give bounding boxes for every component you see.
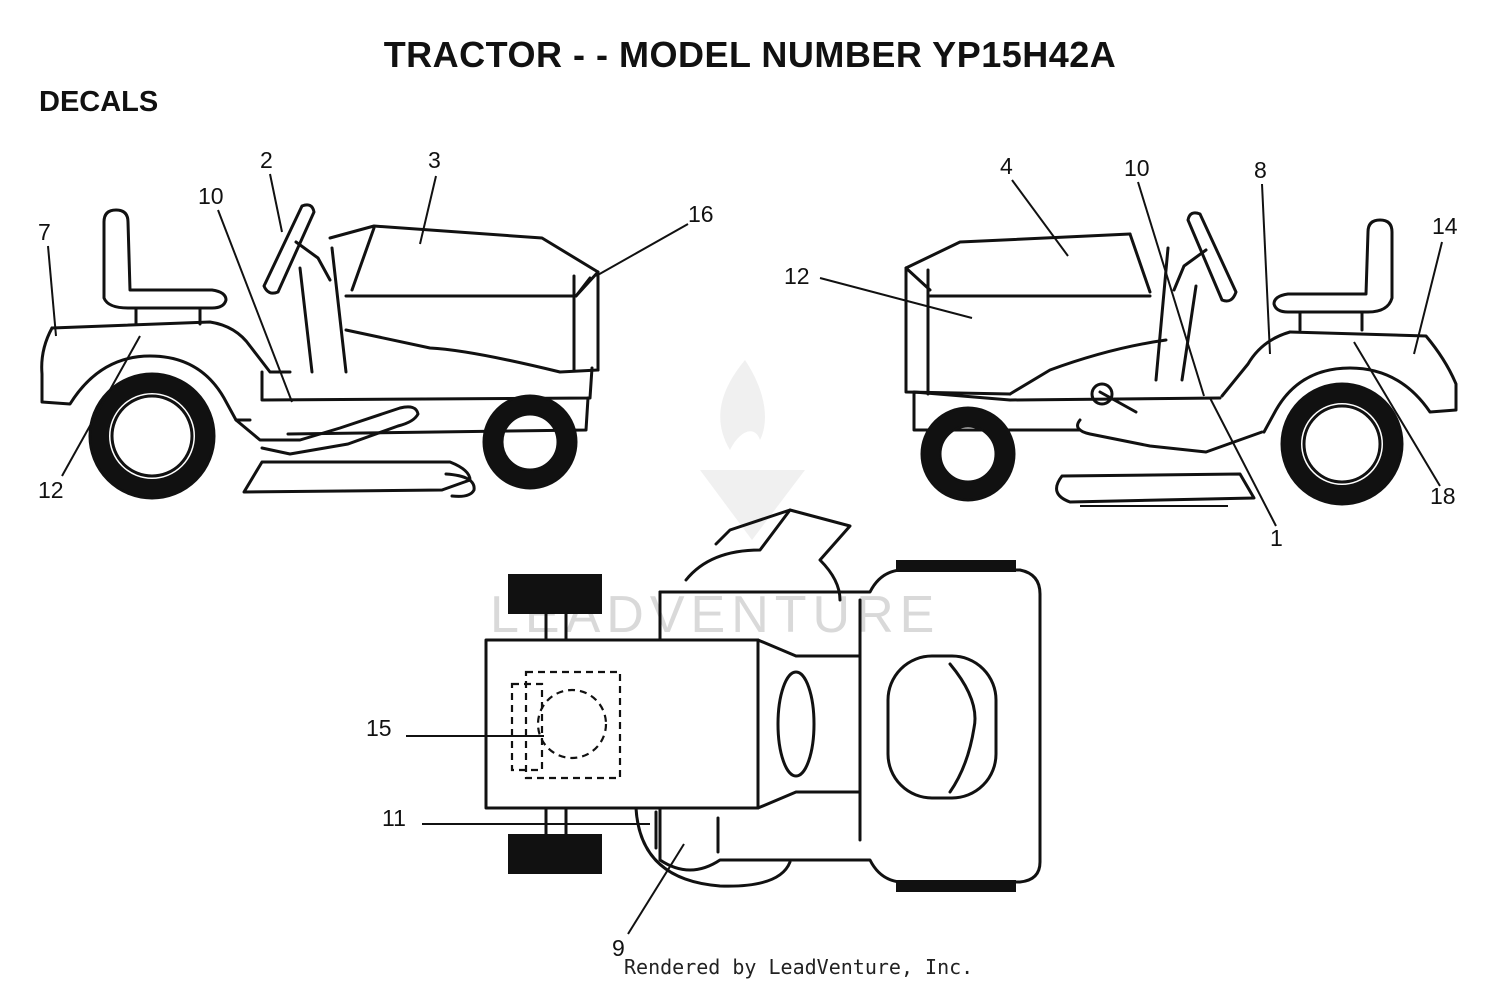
callout-16: 16	[688, 201, 714, 227]
leader-lines	[47, 173, 1443, 935]
callout-12-left: 12	[38, 477, 64, 503]
section-heading: DECALS	[39, 86, 159, 118]
callout-7: 7	[38, 219, 51, 245]
callout-9: 9	[612, 935, 625, 961]
callout-3: 3	[428, 147, 441, 173]
callout-1: 1	[1270, 525, 1283, 551]
page-title: TRACTOR - - MODEL NUMBER YP15H42A	[383, 34, 1117, 75]
callout-12-right: 12	[784, 263, 810, 289]
tractor-top-view	[484, 508, 1042, 892]
footer-credit: Rendered by LeadVenture, Inc.	[624, 955, 974, 979]
leadventure-watermark-logo	[700, 360, 805, 540]
tractor-left-side-view	[40, 203, 600, 500]
callout-11: 11	[382, 805, 406, 831]
callout-10-left: 10	[198, 183, 224, 209]
callout-2: 2	[260, 147, 273, 173]
callout-15: 15	[366, 715, 392, 741]
callout-18: 18	[1430, 483, 1456, 509]
callout-14: 14	[1432, 213, 1458, 239]
callout-10-right: 10	[1124, 155, 1150, 181]
callout-8: 8	[1254, 157, 1267, 183]
callout-labels: 7 2 10 3 16 12 4 10 8 14 12 18 1 15 11 9	[38, 147, 1458, 961]
callout-4: 4	[1000, 153, 1013, 179]
tractor-right-side-view	[904, 211, 1458, 507]
